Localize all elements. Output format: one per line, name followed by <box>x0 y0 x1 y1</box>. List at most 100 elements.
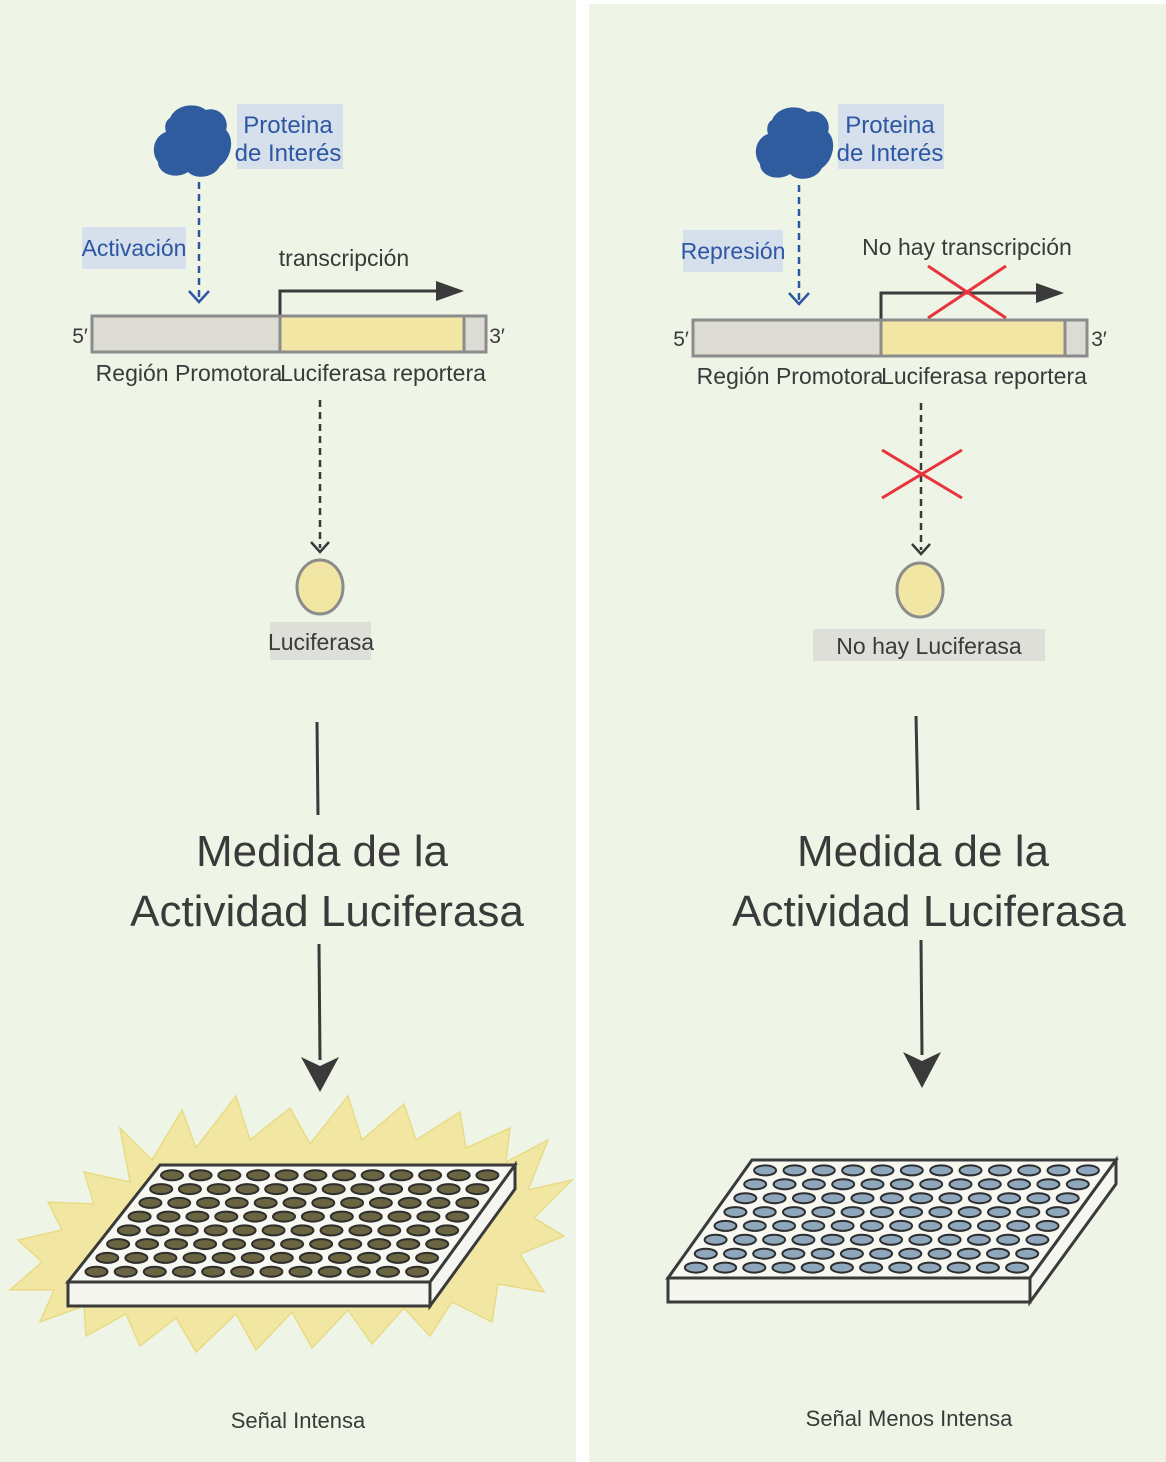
plate-well <box>280 1238 305 1251</box>
plate-well <box>889 1178 914 1191</box>
plate-well <box>319 1224 344 1237</box>
protein-label-line2: de Interés <box>235 140 342 167</box>
plate-well <box>899 1206 924 1219</box>
regulation-label: Activación <box>82 235 187 261</box>
plate-well <box>95 1251 120 1264</box>
plate-well <box>235 1183 260 1196</box>
plate-well <box>415 1251 440 1264</box>
plate-well <box>358 1210 383 1223</box>
plate-well <box>869 1206 894 1219</box>
reporter-region <box>278 314 466 354</box>
plate-well <box>317 1265 342 1278</box>
plate-well <box>127 1210 152 1223</box>
plate-well <box>274 1169 299 1182</box>
plate-well <box>1017 1164 1042 1177</box>
plate-well <box>282 1196 307 1209</box>
plate-bright-wells <box>64 1160 518 1311</box>
plate-well <box>222 1238 247 1251</box>
plate-well <box>116 1224 141 1237</box>
plate-well <box>446 1169 471 1182</box>
activation-diagram: Proteina de Interés Activación transcrip… <box>8 104 575 1433</box>
plate-well <box>850 1192 875 1205</box>
plate-well <box>475 1169 500 1182</box>
transcription-cross-icon <box>927 264 1007 320</box>
plate-well <box>859 1219 884 1232</box>
protein-label-line1: Proteina <box>243 112 333 139</box>
plate-well <box>987 1206 1011 1219</box>
plate-well <box>899 1164 924 1177</box>
protein-blob <box>153 105 232 177</box>
plate-well <box>224 1196 249 1209</box>
plate-well <box>1046 1164 1071 1177</box>
plate-well <box>167 1196 192 1209</box>
plate-well <box>149 1183 174 1196</box>
plate-well <box>214 1210 239 1223</box>
plate-well <box>929 1164 954 1177</box>
plate-well <box>240 1251 265 1264</box>
plate-well <box>937 1233 962 1246</box>
plate-well <box>177 1183 202 1196</box>
five-prime-label: 5′ <box>673 328 689 351</box>
plate-well <box>1075 1164 1100 1177</box>
plate-well <box>919 1178 944 1191</box>
plate-well <box>1036 1178 1061 1191</box>
plate-well <box>416 1210 441 1223</box>
plate-well <box>956 1247 981 1260</box>
measure-line1: Medida de la <box>196 827 448 876</box>
product-label: Luciferasa <box>268 629 374 655</box>
plate-well <box>839 1247 864 1260</box>
plate-well <box>781 1247 806 1260</box>
plate-well <box>332 1169 356 1182</box>
plate-well <box>340 1196 365 1209</box>
plate-well <box>782 1206 806 1219</box>
plate-well <box>1016 1206 1041 1219</box>
plate-well <box>928 1206 953 1219</box>
plate-well <box>211 1251 236 1264</box>
plate-well <box>113 1265 138 1278</box>
plate-well <box>870 1164 895 1177</box>
luciferase-product <box>295 558 345 616</box>
plate-well <box>762 1233 787 1246</box>
three-prime-label: 3′ <box>489 325 505 348</box>
three-prime-end <box>1063 318 1089 358</box>
plate-well <box>455 1196 480 1209</box>
plate-well <box>800 1261 825 1274</box>
plate-well <box>142 1265 167 1278</box>
plate-well <box>206 1183 231 1196</box>
plate-well <box>290 1224 315 1237</box>
plate-well <box>298 1251 323 1264</box>
plate-well <box>996 1233 1021 1246</box>
plate-well <box>957 1206 982 1219</box>
plate-well <box>782 1164 807 1177</box>
plate-well <box>791 1233 816 1246</box>
plate-well <box>327 1251 352 1264</box>
five-prime-label: 5′ <box>72 325 88 348</box>
plate-dim-wells <box>665 1155 1119 1307</box>
three-prime-end <box>462 314 488 354</box>
plate-well <box>860 1178 885 1191</box>
plate-well <box>174 1224 199 1237</box>
plate-well <box>840 1206 865 1219</box>
plate-well <box>987 1164 1012 1177</box>
plate-well <box>879 1192 904 1205</box>
transcription-label: transcripción <box>279 245 409 271</box>
plate-well <box>348 1224 373 1237</box>
plate-well <box>425 1238 450 1251</box>
plate-well <box>196 1196 220 1209</box>
plate-well <box>377 1224 402 1237</box>
transcription-arrowhead <box>1036 283 1064 303</box>
plate-well <box>908 1233 933 1246</box>
plate-well <box>948 1178 973 1191</box>
repression-diagram: Proteina de Interés Represión No hay tra… <box>665 104 1126 1431</box>
plate-well <box>389 1169 414 1182</box>
plate-well <box>723 1206 748 1219</box>
plate-well <box>1035 1219 1060 1232</box>
plate-well <box>1006 1219 1031 1232</box>
plate-well <box>397 1196 422 1209</box>
plate-well <box>791 1192 816 1205</box>
regulation-label: Represión <box>681 238 786 264</box>
plate-well <box>367 1238 392 1251</box>
plate-well <box>820 1233 845 1246</box>
plate-well <box>193 1238 218 1251</box>
plate-well <box>201 1265 226 1278</box>
